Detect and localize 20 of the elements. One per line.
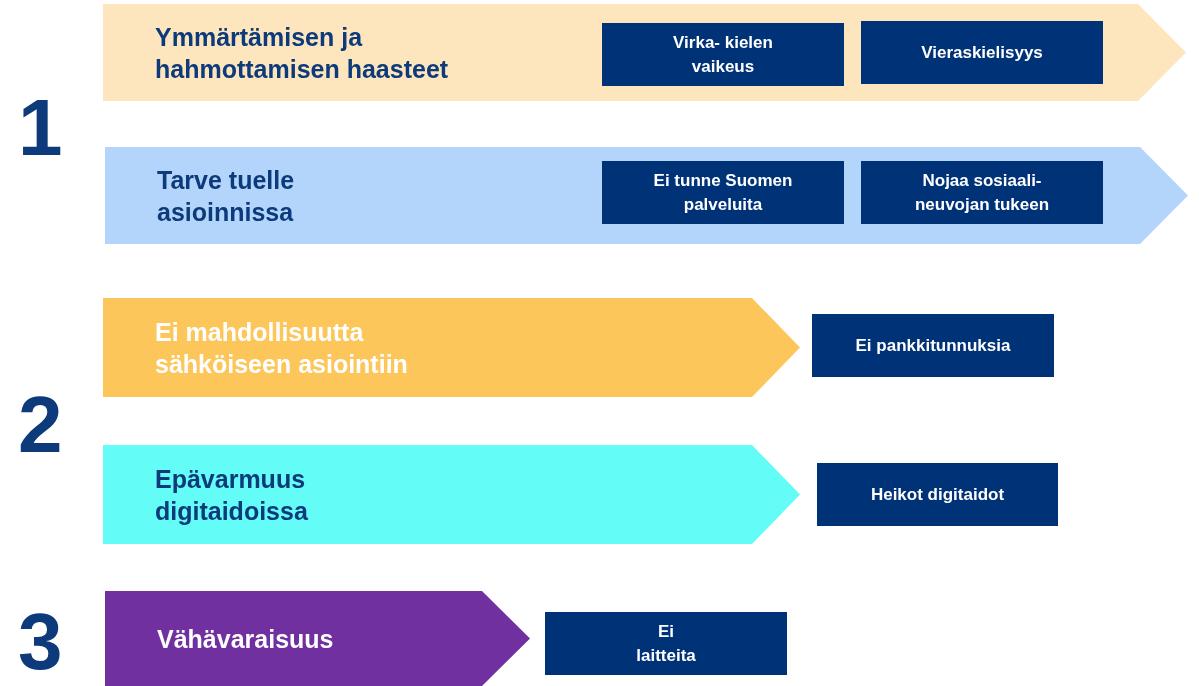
category-box: Ei tunne Suomen palveluita [602, 161, 844, 224]
band-title: Tarve tuelle asioinnissa [157, 164, 296, 228]
arrow-band [105, 591, 530, 686]
category-box: Vieraskielisyys [861, 21, 1103, 84]
band-title: Ymmärtämisen ja hahmottamisen haasteet [155, 21, 450, 85]
category-box: Heikot digitaidot [817, 463, 1058, 526]
group-number: 1 [18, 88, 63, 168]
category-box: Virka- kielen vaikeus [602, 23, 844, 86]
group-number: 3 [18, 602, 63, 682]
band-title: Epävarmuus digitaidoissa [155, 463, 309, 527]
arrow-band [103, 445, 800, 544]
arrow-band [103, 298, 800, 397]
category-box: Nojaa sosiaali- neuvojan tukeen [861, 161, 1103, 224]
band-title: Ei mahdollisuutta sähköiseen asiointiin [155, 316, 409, 380]
group-number: 2 [18, 385, 63, 465]
category-box: Ei pankkitunnuksia [812, 314, 1054, 377]
arrow-band [103, 4, 1186, 101]
arrow-band [105, 147, 1188, 244]
category-box: Ei laitteita [545, 612, 787, 675]
band-title: Vähävaraisuus [157, 623, 335, 655]
